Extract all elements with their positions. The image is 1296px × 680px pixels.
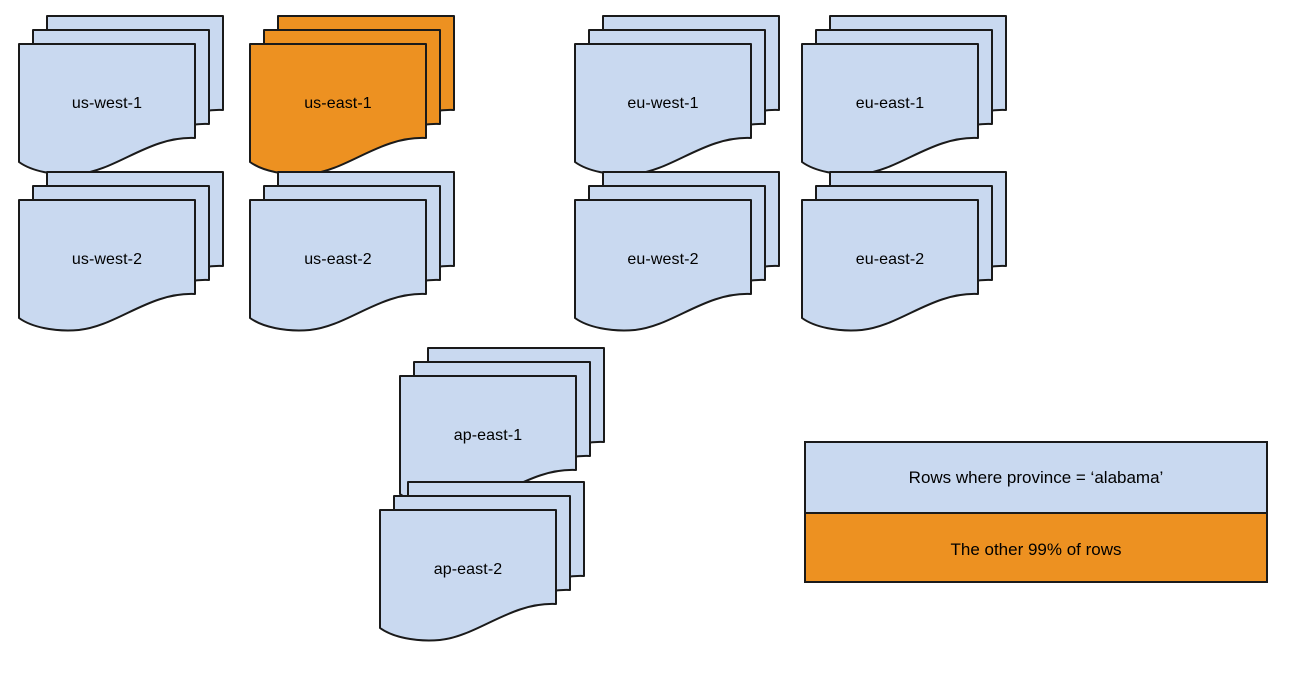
document-stack-ap-east-2[interactable]: ap-east-2	[379, 481, 585, 642]
legend-row-label: The other 99% of rows	[950, 539, 1122, 559]
document-stack-icon	[249, 15, 455, 176]
legend: Rows where province = ‘alabama’ The other…	[804, 441, 1268, 583]
document-stack-icon	[18, 171, 224, 332]
document-sheet	[574, 199, 752, 332]
document-stack-eu-west-1[interactable]: eu-west-1	[574, 15, 780, 176]
document-stack-us-west-1[interactable]: us-west-1	[18, 15, 224, 176]
document-sheet	[249, 199, 427, 332]
document-stack-eu-west-2[interactable]: eu-west-2	[574, 171, 780, 332]
document-stack-us-east-2[interactable]: us-east-2	[249, 171, 455, 332]
legend-row-label: Rows where province = ‘alabama’	[908, 467, 1164, 487]
legend-row-legend-normal: Rows where province = ‘alabama’	[806, 443, 1266, 514]
document-sheet	[18, 43, 196, 176]
document-stack-icon	[249, 171, 455, 332]
legend-row-legend-highlight: The other 99% of rows	[806, 514, 1266, 581]
document-stack-icon	[399, 347, 605, 508]
document-sheet	[574, 43, 752, 176]
document-stack-ap-east-1[interactable]: ap-east-1	[399, 347, 605, 508]
document-stack-eu-east-2[interactable]: eu-east-2	[801, 171, 1007, 332]
document-stack-us-east-1[interactable]: us-east-1	[249, 15, 455, 176]
document-stack-icon	[574, 15, 780, 176]
document-stack-icon	[801, 15, 1007, 176]
document-sheet	[801, 43, 979, 176]
document-stack-us-west-2[interactable]: us-west-2	[18, 171, 224, 332]
document-sheet	[379, 509, 557, 642]
document-stack-icon	[801, 171, 1007, 332]
document-stack-icon	[18, 15, 224, 176]
document-stack-icon	[379, 481, 585, 642]
document-sheet	[801, 199, 979, 332]
document-stack-eu-east-1[interactable]: eu-east-1	[801, 15, 1007, 176]
document-stack-icon	[574, 171, 780, 332]
document-sheet	[18, 199, 196, 332]
document-sheet	[249, 43, 427, 176]
